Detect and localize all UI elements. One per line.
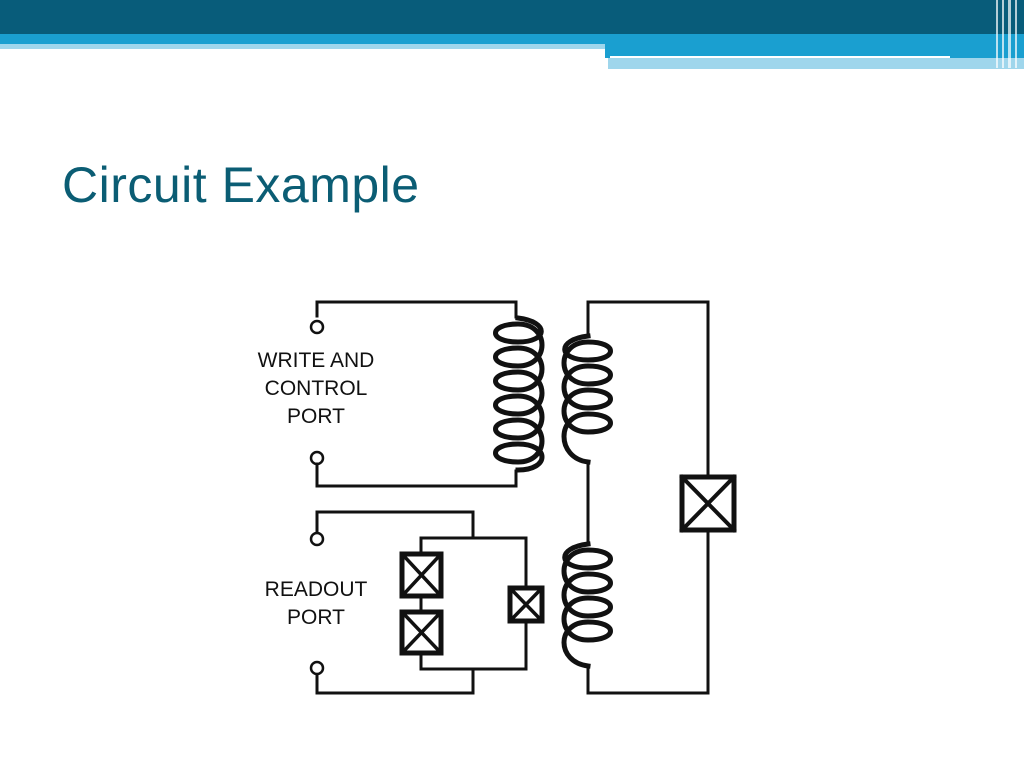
josephson-junction-readout-lower (399, 609, 444, 656)
secondary-coil-lower (561, 541, 613, 669)
header-band-dark (0, 0, 1024, 34)
write-port-terminal-bottom (309, 450, 325, 466)
header-band-light-right (605, 44, 1024, 58)
readout-port-terminal-top (309, 531, 325, 547)
write-port-label-line-2: CONTROL (264, 377, 368, 400)
header-band-white-line (610, 56, 950, 58)
write-port-bottom-wire (315, 462, 518, 488)
secondary-coil-upper (561, 333, 613, 465)
header-decoration-band (0, 0, 1024, 69)
write-control-port-label: WRITE AND CONTROL PORT (236, 347, 396, 431)
secondary-loop-wire-bottom (586, 528, 710, 695)
readout-inner-loop-wire (419, 536, 528, 671)
write-port-label-line-1: WRITE AND (257, 349, 375, 372)
primary-coil (493, 315, 545, 473)
header-band-light (0, 34, 1024, 44)
readout-port-label-line-2: PORT (287, 606, 345, 629)
secondary-loop-wire-top (586, 300, 710, 479)
readout-port-label: READOUT PORT (236, 576, 396, 632)
header-band-pale (0, 44, 605, 49)
josephson-junction-readout-upper (399, 551, 444, 599)
write-port-terminal-top (309, 319, 325, 335)
header-band-edge-stripes (996, 0, 1017, 68)
josephson-junction-readout-shunt (507, 585, 545, 624)
readout-port-bottom-wire (315, 667, 475, 695)
readout-port-label-line-1: READOUT (264, 578, 368, 601)
josephson-junction-secondary-loop (679, 474, 737, 533)
header-band-pale-right (608, 58, 1024, 69)
write-port-top-wire (315, 300, 518, 319)
readout-port-top-wire (315, 510, 475, 540)
write-port-label-line-3: PORT (287, 405, 345, 428)
readout-port-terminal-bottom (309, 660, 325, 676)
slide-title: Circuit Example (62, 157, 420, 213)
